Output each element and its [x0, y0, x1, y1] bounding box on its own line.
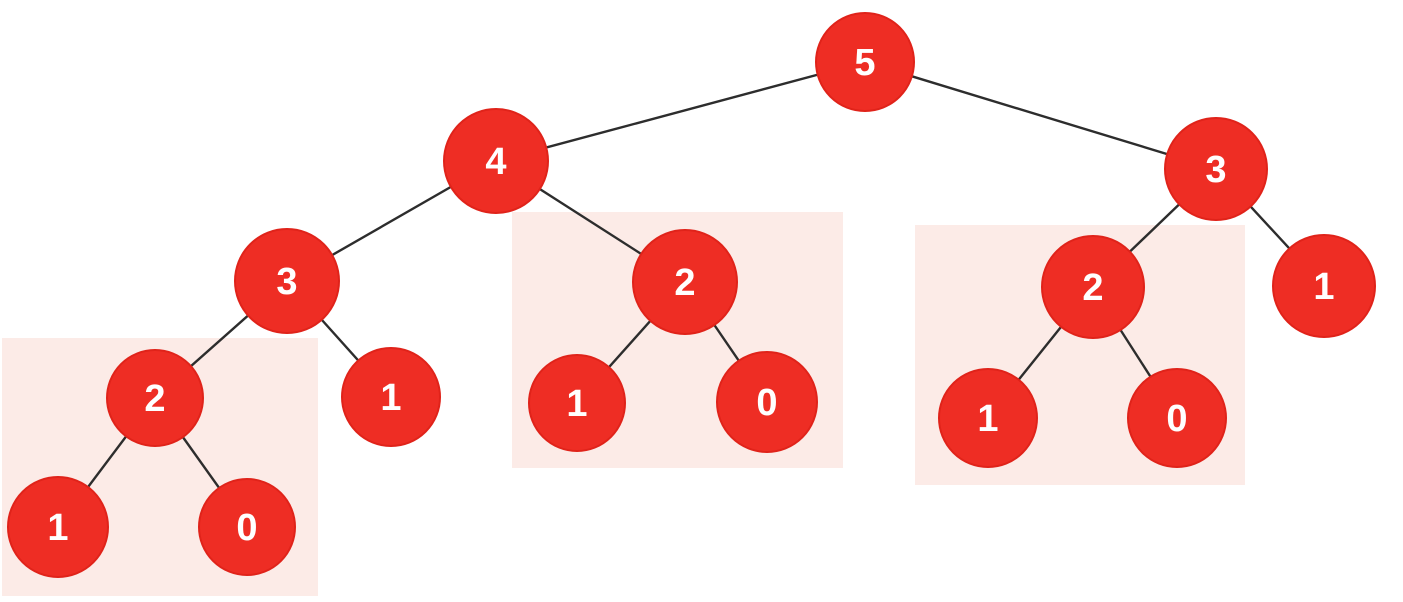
node-label: 0: [236, 507, 257, 549]
tree-node-0: 0: [1127, 368, 1227, 468]
node-label: 2: [674, 262, 695, 304]
tree-node-1: 1: [7, 476, 109, 578]
node-circle: [632, 229, 738, 335]
node-label: 0: [1166, 398, 1187, 440]
tree-node-1: 1: [528, 354, 626, 452]
node-label: 1: [1313, 266, 1334, 308]
node-label: 0: [756, 382, 777, 424]
tree-node-0: 0: [198, 478, 296, 576]
node-circle: [198, 478, 296, 576]
tree-node-3: 3: [234, 228, 340, 334]
node-label: 5: [854, 42, 875, 84]
tree-node-3: 3: [1164, 117, 1268, 221]
node-circle: [528, 354, 626, 452]
node-circle: [341, 347, 441, 447]
node-label: 1: [977, 398, 998, 440]
tree-node-2: 2: [632, 229, 738, 335]
node-circle: [234, 228, 340, 334]
node-circle: [938, 368, 1038, 468]
tree-node-4: 4: [443, 108, 549, 214]
tree-node-2: 2: [1041, 235, 1145, 339]
node-circle: [443, 108, 549, 214]
tree-edge: [494, 60, 867, 163]
tree-node-1: 1: [341, 347, 441, 447]
node-circle: [106, 349, 204, 447]
node-circle: [1272, 234, 1376, 338]
node-label: 3: [276, 261, 297, 303]
tree-node-0: 0: [716, 351, 818, 453]
node-circle: [7, 476, 109, 578]
node-circle: [815, 12, 915, 112]
node-label: 1: [47, 507, 68, 549]
node-label: 2: [144, 378, 165, 420]
tree-node-2: 2: [106, 349, 204, 447]
node-circle: [716, 351, 818, 453]
node-label: 3: [1205, 149, 1226, 191]
node-label: 1: [380, 377, 401, 419]
node-label: 1: [566, 383, 587, 425]
tree-edge: [863, 60, 1218, 171]
node-label: 4: [485, 141, 506, 183]
node-circle: [1041, 235, 1145, 339]
tree-node-5: 5: [815, 12, 915, 112]
node-circle: [1127, 368, 1227, 468]
tree-node-1: 1: [1272, 234, 1376, 338]
node-circle: [1164, 117, 1268, 221]
tree-node-1: 1: [938, 368, 1038, 468]
node-label: 2: [1082, 267, 1103, 309]
